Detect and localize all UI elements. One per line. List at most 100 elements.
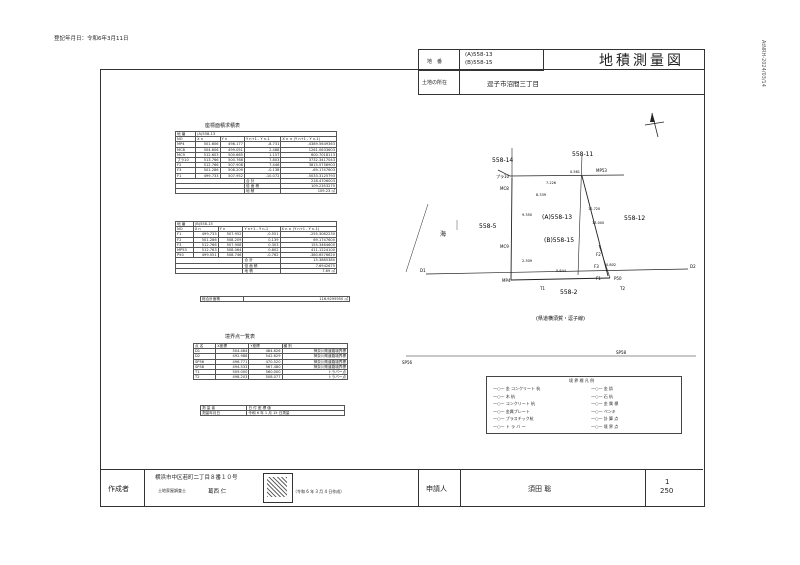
document-title: 地積測量図 — [599, 53, 684, 69]
dimension-label: 8.339 — [536, 193, 546, 197]
lot-label-b: (B)558-15 — [544, 237, 574, 244]
table-header: Y n+1 - Y n-1 — [243, 136, 282, 143]
point-label: T2 — [619, 286, 625, 291]
table-cell: 504.606 — [195, 146, 221, 153]
table-cell: 神奈川県道路境界標 — [281, 358, 348, 365]
dimension-label: 9.350 — [522, 213, 532, 217]
area-table-title: 座標面積求積表 — [205, 123, 241, 129]
legend-box: 境 界 標 凡 例 —○— 金 コンクリート 杭—○— 金 鋲—○— 木 杭—○… — [486, 376, 682, 434]
table-cell: 7.69 ㎡ — [279, 267, 338, 275]
point-label: F1 — [596, 276, 601, 281]
table-cell: 109.23 ㎡ — [280, 188, 337, 195]
table-cell: 470.520 — [248, 358, 283, 365]
table-cell: 501.606 — [195, 141, 221, 148]
applicant-label: 申請人 — [426, 485, 447, 493]
point-label: F2 — [596, 252, 601, 257]
table-cell: 560.000 — [248, 368, 283, 376]
applicant-name: 須田 聡 — [528, 485, 552, 493]
point-label: MC8 — [500, 186, 509, 191]
lot-a: (A)558-13 — [465, 52, 493, 58]
point-label: SP58 — [616, 350, 626, 355]
dimension-label: 12.720 — [588, 207, 600, 211]
point-label: SP56 — [402, 360, 412, 365]
table-cell: -4389.5649363 — [280, 141, 337, 148]
point-label: MC9 — [500, 244, 509, 249]
dimension-label: 5.644 — [556, 269, 567, 273]
scale-numerator: 1 — [665, 478, 670, 486]
table-cell: 567.480 — [248, 363, 283, 371]
table-cell: 508.209 — [219, 167, 245, 174]
maker-name: 葛西 仁 — [208, 489, 227, 495]
dimension-label: 7.226 — [546, 181, 556, 185]
location-value: 逗子市沼間三丁目 — [487, 80, 539, 88]
maker-date: （令和 6 年 3 月 4 日作成） — [293, 489, 345, 494]
legend-item: —○— 石 杭 — [591, 393, 614, 399]
lot-b: (B)558-15 — [465, 60, 493, 66]
seal-stamp — [263, 473, 293, 503]
legend-item: —○— 計 算 点 — [591, 416, 619, 421]
table-cell: 総合計面積 — [200, 295, 244, 303]
table-cell: 地 積 — [242, 267, 281, 275]
table-cell: -5033.3125793 — [280, 172, 337, 179]
table-cell: 501.286 — [195, 167, 221, 174]
table-cell: 499.051 — [219, 146, 245, 153]
point-label: P50 — [614, 276, 622, 281]
table-cell: 513.766 — [195, 156, 221, 164]
legend-item: —○— プラスチック杭 — [493, 416, 534, 421]
table-cell: 499.733 — [195, 172, 221, 179]
registration-date: 登記年月日：令和6年3月11日 — [54, 36, 129, 42]
footer: 作成者 横浜市中区若町二丁目８番１０号 土地家屋調査士 葛西 仁 （令和 6 年… — [100, 469, 703, 506]
table-cell: T2 — [192, 374, 217, 381]
area-table-a: 地 番(A)558-13 NO X n Y n Y n+1 - Y n-1 X … — [174, 130, 337, 195]
road-label: (県道横須賀・逗子線) — [536, 315, 585, 322]
dimension-label: 13.000 — [592, 221, 604, 225]
table-cell: 3732.3417043 — [280, 156, 337, 164]
point-label: MP4 — [502, 278, 511, 283]
lot-label-558-12: 558-12 — [624, 215, 645, 222]
table-cell: 498.203 — [215, 374, 250, 381]
table-cell: 1261.0633603 — [280, 146, 337, 153]
table-cell: 令和 6 年 1 月 15 日測量 — [246, 410, 345, 417]
lot-label-558-2: 558-2 — [560, 289, 578, 296]
lot-label-a: (A)558-13 — [542, 214, 572, 221]
sea-label: 海 — [440, 230, 446, 238]
table-cell: 484.626 — [248, 348, 283, 355]
legend-item: —○— 金 コンクリート 杭 — [493, 386, 541, 391]
point-label: プラ10 — [496, 173, 510, 179]
table-cell: 500.768 — [219, 156, 245, 164]
table-cell: 512.766 — [195, 162, 221, 169]
table-cell: 507.952 — [219, 172, 245, 179]
table-cell: 498.177 — [219, 141, 245, 148]
table-header: X n × (Y n+1 - Y n-1) — [279, 226, 338, 233]
location-label: 土地の所在 — [422, 80, 448, 86]
north-arrow-icon — [644, 112, 665, 138]
area-table-b: 地 番(B)558-15 NO X n Y n Y n+1 - Y n-1 X … — [174, 220, 338, 275]
table-cell: 542.629 — [248, 353, 283, 360]
point-label: MP53 — [596, 168, 607, 173]
table-cell: 神奈川県道路境界標 — [281, 353, 348, 360]
legend-title: 境 界 標 凡 例 — [569, 378, 595, 383]
title-block: 地 番 (A)558-13 (B)558-15 地積測量図 土地の所在 逗子市沼… — [418, 49, 705, 95]
maker-address: 横浜市中区若町二丁目８番１０号 — [155, 475, 238, 481]
table-cell: 神奈川県道路境界標 — [281, 363, 348, 371]
table-cell: トラバー点 — [281, 374, 348, 381]
legend-item: —○— 木 杭 — [493, 393, 516, 399]
table-cell: 3815.5756903 — [280, 162, 337, 169]
points-table-title: 境界点一覧表 — [225, 334, 256, 340]
legend-item: —○— 金属プレート — [493, 408, 530, 414]
table-cell: 507.908 — [219, 162, 245, 169]
table-cell: 500.665 — [219, 151, 245, 159]
lot-label-558-5: 558-5 — [479, 223, 497, 230]
point-label: D2 — [690, 264, 696, 269]
legend-item: —○— ト ラ バ ー — [493, 423, 526, 429]
dimension-label: 0.561 — [570, 170, 580, 174]
lot-label-558-14: 558-14 — [492, 157, 513, 164]
table-cell: 508.077 — [248, 374, 283, 381]
